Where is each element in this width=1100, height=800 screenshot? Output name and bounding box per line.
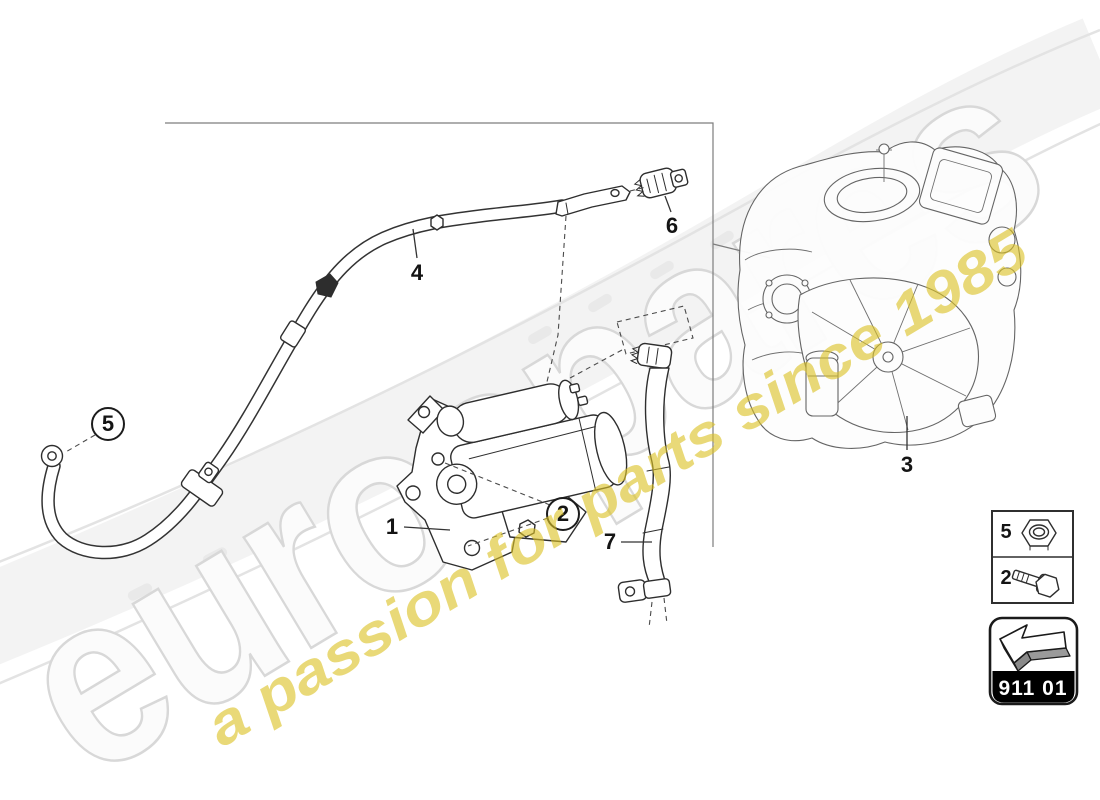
legend-row-bolt[interactable]: 2 xyxy=(1000,565,1061,599)
lug-to-clamp-guide xyxy=(629,186,647,192)
svg-text:7: 7 xyxy=(604,529,616,554)
p-clamp xyxy=(180,461,224,507)
cable-clip xyxy=(315,273,339,298)
hex-nut-icon xyxy=(1021,519,1057,551)
callout-7[interactable]: 7 xyxy=(604,529,652,554)
callout-6[interactable]: 6 xyxy=(664,195,678,238)
callout-2[interactable]: 2 xyxy=(444,462,580,547)
gearbox-drawing xyxy=(737,141,1022,449)
callout-4[interactable]: 4 xyxy=(411,228,424,285)
band-clamp xyxy=(279,320,307,348)
part-code-badge[interactable]: 911 01 xyxy=(988,616,1079,706)
bracket-foot xyxy=(617,579,648,603)
battery-cable xyxy=(40,185,631,560)
arrow-up-left-icon xyxy=(999,624,1071,672)
clamp-6 xyxy=(633,167,689,199)
svg-text:5: 5 xyxy=(1000,521,1011,543)
callout-1[interactable]: 1 xyxy=(386,514,451,539)
callout-3[interactable]: 3 xyxy=(901,416,913,477)
hex-bolt-icon xyxy=(1011,569,1060,598)
legend-row-nut[interactable]: 5 xyxy=(1000,519,1057,551)
cable-stud-clip xyxy=(430,214,444,231)
dashed-guides xyxy=(545,215,694,387)
bracket-top-clamp xyxy=(629,342,673,370)
svg-text:6: 6 xyxy=(666,213,678,238)
svg-text:3: 3 xyxy=(901,452,913,477)
svg-text:1: 1 xyxy=(386,514,398,539)
svg-text:2: 2 xyxy=(1000,567,1011,589)
mounting-bracket-7 xyxy=(617,342,673,629)
cable-core xyxy=(42,200,568,558)
svg-text:4: 4 xyxy=(411,260,424,285)
svg-text:5: 5 xyxy=(102,411,114,436)
svg-text:911 01: 911 01 xyxy=(998,677,1067,700)
background-swoosh xyxy=(0,18,1100,685)
legend-box: 5 2 xyxy=(991,510,1074,604)
callout-5[interactable]: 5 xyxy=(63,407,125,454)
svg-text:2: 2 xyxy=(557,501,569,526)
